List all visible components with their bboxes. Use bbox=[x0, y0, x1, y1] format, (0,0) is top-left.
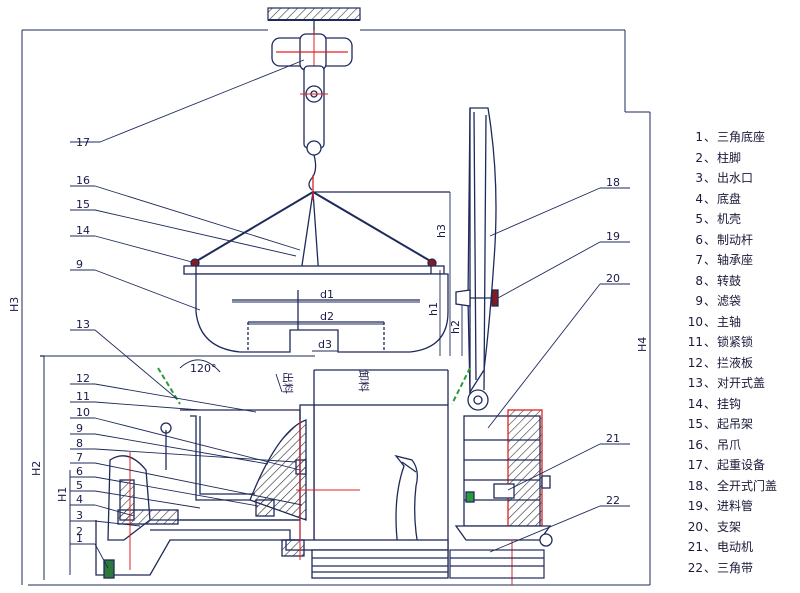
vertical-text-left: 出料 bbox=[281, 372, 295, 394]
callout-4: 4 bbox=[76, 493, 83, 506]
legend-item: 16、吊爪 bbox=[687, 437, 742, 452]
callout-9: 9 bbox=[76, 422, 83, 435]
callout-7: 7 bbox=[76, 451, 83, 464]
legend-item: 9、滤袋 bbox=[695, 294, 742, 308]
legend-item: 17、起重设备 bbox=[687, 458, 766, 472]
callout-13: 13 bbox=[76, 318, 90, 331]
ceiling-mount bbox=[267, 7, 361, 21]
legend-item: 3、出水口 bbox=[695, 171, 754, 185]
parts-legend: 1、三角底座 2、柱脚 3、出水口 4、底盘 5、机壳 6、制动杆 7、轴承座 … bbox=[681, 127, 796, 578]
callout-22: 22 bbox=[606, 494, 620, 507]
legend-item: 21、电动机 bbox=[687, 540, 754, 554]
machine-body bbox=[285, 369, 449, 579]
feed-pipe bbox=[455, 289, 499, 307]
legend-item: 6、制动杆 bbox=[695, 232, 754, 247]
legend-item: 8、转鼓 bbox=[695, 273, 742, 288]
dim-H1: H1 bbox=[56, 487, 69, 502]
callout-10: 10 bbox=[76, 406, 90, 419]
dimension-labels: d1 d2 d3 h3 h1 h2 H3 H2 H1 H4 120° bbox=[8, 224, 649, 502]
callout-18: 18 bbox=[606, 176, 620, 189]
callout-21: 21 bbox=[606, 432, 620, 445]
callout-3: 3 bbox=[76, 509, 83, 522]
callout-11: 11 bbox=[76, 390, 90, 403]
callout-20: 20 bbox=[606, 272, 620, 285]
dim-H3: H3 bbox=[8, 297, 21, 312]
legend-item: 15、起吊架 bbox=[687, 417, 754, 431]
callout-9-top: 9 bbox=[76, 258, 83, 271]
dim-d1: d1 bbox=[320, 288, 334, 301]
legend-item: 2、柱脚 bbox=[695, 150, 742, 165]
legend-item: 7、轴承座 bbox=[695, 253, 754, 267]
dim-h2: h2 bbox=[449, 320, 462, 334]
dim-h1: h1 bbox=[427, 302, 440, 316]
legend-item: 22、三角带 bbox=[687, 560, 754, 575]
legend-item: 20、支架 bbox=[687, 519, 742, 534]
callout-5: 5 bbox=[76, 479, 83, 492]
legend-item: 12、拦液板 bbox=[687, 355, 754, 370]
dim-H4: H4 bbox=[636, 337, 649, 352]
left-housing bbox=[40, 355, 307, 579]
vertical-text-right: 卸料 bbox=[357, 370, 371, 392]
motor bbox=[454, 409, 553, 585]
dim-h3: h3 bbox=[435, 224, 448, 238]
legend-item: 11、锁紧锁 bbox=[687, 335, 754, 349]
legend-item: 10、主轴 bbox=[687, 314, 742, 329]
legend-item: 14、挂钩 bbox=[687, 396, 742, 411]
legend-item: 18、全开式门盖 bbox=[687, 478, 778, 493]
callout-12: 12 bbox=[76, 372, 90, 385]
callout-19: 19 bbox=[606, 230, 620, 243]
leader-lines bbox=[70, 59, 630, 569]
callout-14: 14 bbox=[76, 224, 90, 237]
angle-arc bbox=[179, 359, 221, 373]
dim-d3: d3 bbox=[318, 338, 332, 351]
outer-dimension-lines bbox=[21, 29, 651, 586]
hoist-crane bbox=[271, 20, 353, 191]
center-lines bbox=[129, 420, 360, 570]
callout-labels: 17 16 15 14 9 13 12 11 10 9 8 7 6 5 4 3 … bbox=[76, 136, 620, 545]
vertical-notes: 出料 卸料 bbox=[281, 370, 371, 394]
legend-item: 19、进料管 bbox=[687, 499, 754, 513]
lifted-filter-bag bbox=[183, 265, 449, 353]
callout-2: 2 bbox=[76, 525, 83, 538]
callout-1: 1 bbox=[76, 532, 83, 545]
dim-d2: d2 bbox=[320, 310, 334, 323]
dimension-arrows bbox=[232, 192, 463, 356]
door-cover bbox=[467, 107, 497, 411]
callout-8: 8 bbox=[76, 437, 83, 450]
legend-item: 13、对开式盖 bbox=[687, 376, 766, 390]
callout-15: 15 bbox=[76, 198, 90, 211]
legend-item: 1、三角底座 bbox=[695, 130, 766, 144]
legend-item: 4、底盘 bbox=[695, 191, 742, 206]
callout-6: 6 bbox=[76, 465, 83, 478]
legend-item: 5、机壳 bbox=[695, 212, 742, 226]
callout-17: 17 bbox=[76, 136, 90, 149]
dim-H2: H2 bbox=[30, 461, 43, 476]
angle-label: 120° bbox=[190, 362, 217, 375]
callout-16: 16 bbox=[76, 174, 90, 187]
v-belt bbox=[449, 549, 545, 579]
